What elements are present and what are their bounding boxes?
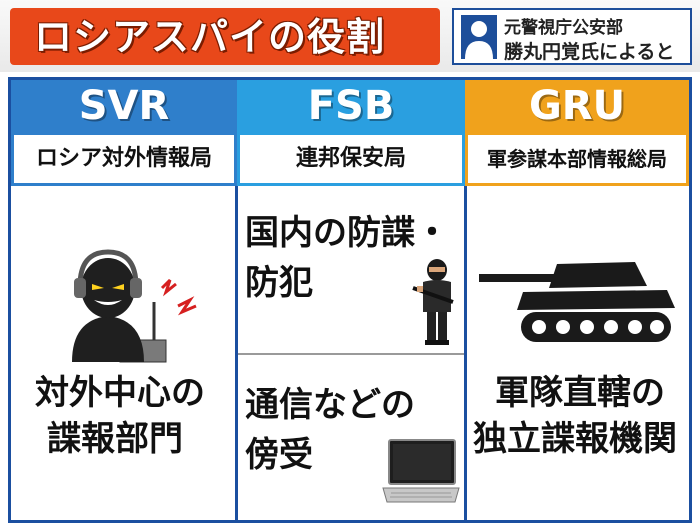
page-title: ロシアスパイの役割 xyxy=(34,15,386,59)
fsb-row-divider xyxy=(238,353,464,355)
fsb-description1-line2: 防犯 xyxy=(245,263,313,303)
svr-description-line2: 諜報部門 xyxy=(47,419,183,459)
column-divider-1 xyxy=(235,186,238,520)
column-divider-2 xyxy=(464,186,467,520)
svr-header: SVR xyxy=(11,80,237,132)
gru-subtitle-box: 軍参謀本部情報総局 xyxy=(465,132,689,186)
agency-grid: SVR FSB GRU ロシア対外情報局 連邦保安局 軍参謀本部情報総局 xyxy=(8,77,692,523)
gru-description-line1: 軍隊直轄の xyxy=(495,373,665,413)
gru-subtitle: 軍参謀本部情報総局 xyxy=(487,147,667,171)
title-box: ロシアスパイの役割 xyxy=(10,8,440,65)
svr-subtitle: ロシア対外情報局 xyxy=(35,146,212,171)
fsb-subtitle: 連邦保安局 xyxy=(295,146,406,171)
tank-icon xyxy=(479,262,675,342)
hacker-icon xyxy=(72,249,197,363)
svr-subtitle-box: ロシア対外情報局 xyxy=(11,132,237,186)
gru-description-line2: 独立諜報機関 xyxy=(473,419,677,459)
svr-description-line1: 対外中心の xyxy=(35,373,205,413)
source-affiliation: 元警視庁公安部 xyxy=(504,18,623,38)
person-icon xyxy=(461,15,497,59)
fsb-name: FSB xyxy=(307,83,395,129)
soldier-icon xyxy=(412,259,454,345)
fsb-description1-line1: 国内の防諜・ xyxy=(245,213,449,253)
gru-name: GRU xyxy=(528,83,626,129)
laptop-icon xyxy=(382,439,460,503)
source-box: 元警視庁公安部 勝丸円覚氏によると xyxy=(452,8,692,65)
gru-header: GRU xyxy=(465,80,689,132)
fsb-subtitle-box: 連邦保安局 xyxy=(237,132,465,186)
fsb-description2-line1: 通信などの xyxy=(245,385,415,425)
fsb-header: FSB xyxy=(237,80,465,132)
fsb-description2-line2: 傍受 xyxy=(245,435,313,475)
source-name: 勝丸円覚氏によると xyxy=(504,41,675,63)
svr-name: SVR xyxy=(78,83,170,129)
header-bar: ロシアスパイの役割 元警視庁公安部 勝丸円覚氏によると xyxy=(0,0,700,72)
